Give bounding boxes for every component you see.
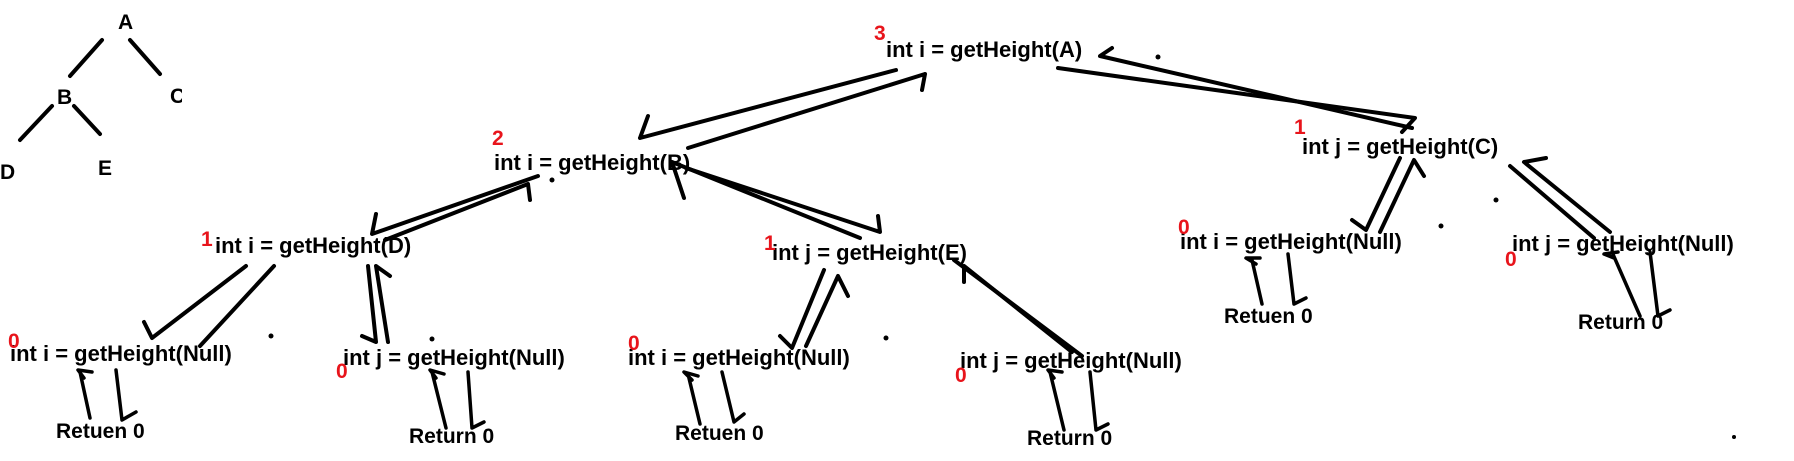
tree-edge-b-e [72,104,102,136]
arrow-c-to-cr [1508,164,1596,240]
dot [268,333,274,339]
arrow-dl-to-d [198,264,276,348]
result-e-right: 0 [955,364,967,387]
arrow-return-dr [466,370,486,430]
call-label-c-right: int j = getHeight(Null) [1512,231,1734,256]
arrow-dl-return [76,368,94,420]
return-label-c-right: Return 0 [1578,311,1664,334]
result-c-right: 0 [1505,248,1517,271]
return-label-e-right: Return 0 [1027,427,1113,450]
tree-edge-b-d [18,104,54,142]
call-label-c: int j = getHeight(C) [1302,134,1499,159]
dot [1732,435,1736,439]
result-b: 2 [492,127,504,150]
arrow-er-to-e [962,264,1074,354]
dot [883,335,889,341]
return-label-c-left: Retuen 0 [1224,305,1313,328]
arrow-dr-return [428,368,448,430]
tree-node-c: C [170,85,182,108]
tree-node-b: B [57,86,73,109]
result-c: 1 [1294,116,1306,139]
call-label-c-left: int i = getHeight(Null) [1180,229,1402,254]
dot [1493,197,1499,203]
tree-node-e: E [98,157,113,180]
arrow-return-el [720,370,746,424]
result-d-right: 0 [336,360,348,383]
arrow-el-return [682,370,702,426]
arrow-er-return [1046,368,1066,432]
arrow-c-to-a [1098,46,1414,130]
return-label-e-left: Retuen 0 [675,422,764,445]
call-label-d-left: int i = getHeight(Null) [10,341,232,366]
result-d-left: 0 [8,330,20,353]
call-label-a: int i = getHeight(A) [886,37,1083,62]
dot [1155,54,1161,60]
dot [429,336,435,342]
call-label-e: int j = getHeight(E) [772,240,967,265]
return-label-d-left: Retuen 0 [56,420,145,443]
call-label-b: int i = getHeight(B) [494,150,691,175]
result-a: 3 [874,22,886,45]
arrow-e-to-b [670,160,862,240]
dot [1438,223,1444,229]
call-label-e-left: int i = getHeight(Null) [628,345,850,370]
result-c-left: 0 [1178,216,1190,239]
arrow-e-to-el [778,268,826,350]
arrow-return-cr [1648,250,1672,318]
arrow-el-to-e [804,274,850,348]
result-e: 1 [764,232,776,255]
tree-node-d: D [0,161,16,184]
call-label-d-right: int j = getHeight(Null) [343,345,565,370]
result-e-left: 0 [628,332,640,355]
call-label-e-right: int j = getHeight(Null) [960,348,1182,373]
arrow-dr-to-d [374,264,392,344]
arrow-a-to-b [638,68,898,140]
arrow-d-to-dr [360,264,378,344]
arrow-cl-to-c [1378,158,1426,234]
arrow-return-er [1088,370,1110,432]
arrow-cl-return [1244,256,1264,306]
return-label-d-right: Return 0 [409,425,495,448]
arrow-return-cl [1286,252,1308,306]
dot [549,177,555,183]
arrow-b-to-e [684,166,882,234]
tree-node-a: A [118,11,134,34]
arrow-d-to-dl [142,264,248,340]
arrow-cr-to-c [1522,156,1612,234]
arrow-b-to-d [370,174,540,236]
tree-edge-a-c [128,38,162,76]
result-d: 1 [201,228,213,251]
arrow-d-to-b [383,182,532,242]
arrow-c-to-cl [1350,156,1402,232]
arrow-cr-return [1602,250,1642,318]
tree-edge-a-b [68,38,104,78]
arrow-a-to-c [1056,66,1417,134]
arrow-return-dl [114,368,138,422]
arrow-b-to-a [686,72,927,150]
call-label-d: int i = getHeight(D) [215,233,412,258]
